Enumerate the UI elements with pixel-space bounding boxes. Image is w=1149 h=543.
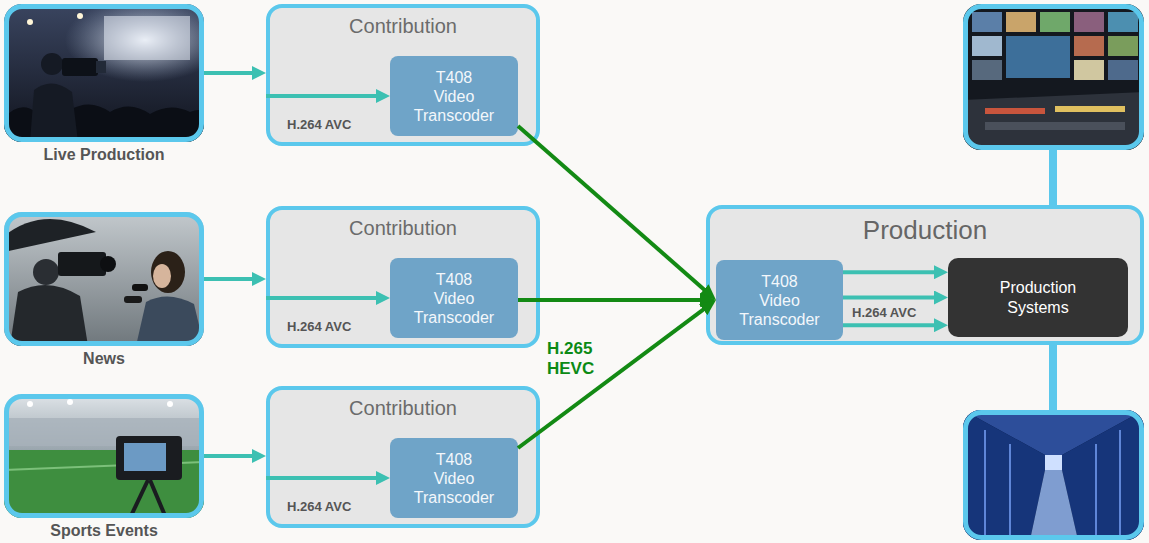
aisle-light <box>1045 455 1062 470</box>
camera-lens <box>100 256 116 272</box>
photo-frame: Live Production <box>4 4 204 142</box>
camera-operator <box>33 259 59 285</box>
systems-box: Production Systems <box>948 258 1128 337</box>
monitor <box>972 60 1002 80</box>
box-label: T408 Video Transcoder <box>739 272 819 329</box>
hevc-link <box>518 126 710 295</box>
news-photo <box>4 212 204 346</box>
flood-light <box>167 401 173 407</box>
flood-light <box>67 399 73 405</box>
monitor <box>1040 12 1070 32</box>
codec-label: H.264 AVC <box>285 319 353 334</box>
box-label: T408 Video Transcoder <box>414 68 494 125</box>
monitor <box>1108 36 1138 56</box>
codec-label: H.264 AVC <box>285 499 353 514</box>
photo-ground <box>963 4 1144 150</box>
codec-label: H.265 HEVC <box>545 338 596 380</box>
spot-light <box>27 19 33 25</box>
box-label: T408 Video Transcoder <box>414 450 494 507</box>
flood-light <box>27 401 33 407</box>
camera <box>58 252 106 276</box>
photo-ground <box>4 394 204 518</box>
tripod-leg <box>150 480 166 518</box>
console-faders <box>985 122 1125 130</box>
transcoder-box: T408 Video Transcoder <box>716 260 843 340</box>
photo-ground <box>4 212 204 346</box>
monitor <box>1074 60 1104 80</box>
monitor <box>1108 12 1138 32</box>
production-box: ProductionT408 Video Transcoder Productio… <box>706 205 1144 345</box>
transcoder-box: T408 Video Transcoder <box>390 258 518 338</box>
microphone <box>132 284 148 291</box>
avc-arrow <box>204 277 258 281</box>
photo-frame: News <box>4 212 204 346</box>
monitor <box>1074 12 1104 32</box>
tripod-leg <box>130 480 148 518</box>
rack-light <box>1119 430 1121 540</box>
camera-operator <box>10 285 88 346</box>
box-label: Production Systems <box>1000 278 1077 318</box>
console <box>963 92 1144 150</box>
reporter-face <box>153 264 171 288</box>
server-room-photo <box>963 410 1144 540</box>
monitor <box>972 12 1002 32</box>
server-rack <box>963 410 1045 540</box>
group-title: Production <box>710 209 1140 245</box>
photo-frame <box>966 7 1142 148</box>
codec-label: H.264 AVC <box>285 117 353 132</box>
monitor <box>972 36 1002 56</box>
aisle-floor <box>1030 470 1078 540</box>
camera <box>116 436 182 480</box>
rack-light <box>1009 444 1011 540</box>
rack-light <box>1095 444 1097 540</box>
umbrella <box>4 219 96 252</box>
monitor <box>1006 12 1036 32</box>
monitor <box>1006 36 1070 78</box>
hevc-link <box>518 298 708 302</box>
hevc-link <box>518 305 710 448</box>
microphone <box>124 296 142 303</box>
sports-photo <box>4 394 204 518</box>
avc-arrow <box>204 454 258 458</box>
camera-operator <box>30 83 78 142</box>
group-title: Contribution <box>270 390 536 420</box>
camera-operator <box>41 53 63 75</box>
camera-lens <box>96 61 106 73</box>
monitor <box>1108 60 1138 80</box>
console-buttons <box>1055 106 1125 112</box>
rack-light <box>984 430 986 540</box>
live-production-photo <box>4 4 204 142</box>
transcoder-box: T408 Video Transcoder <box>390 56 518 136</box>
photo-caption: News <box>0 350 211 368</box>
photo-caption: Live Production <box>0 146 211 164</box>
transcoder-box: T408 Video Transcoder <box>390 438 518 518</box>
spot-light <box>77 13 83 19</box>
group-title: Contribution <box>270 210 536 240</box>
console-buttons <box>985 108 1045 114</box>
avc-arrow <box>204 71 258 75</box>
reporter <box>136 296 204 346</box>
stage-screen <box>104 16 190 60</box>
photo-caption: Sports Events <box>0 522 211 540</box>
photo-frame: Sports Events <box>4 394 204 518</box>
photo-frame <box>966 413 1142 538</box>
group-title: Contribution <box>270 8 536 38</box>
control-room-photo <box>963 4 1144 150</box>
reporter-hair <box>151 251 185 293</box>
box-label: T408 Video Transcoder <box>414 270 494 327</box>
photo-ground <box>963 410 1144 540</box>
monitor <box>1074 36 1104 56</box>
camera-screen <box>124 443 166 471</box>
codec-label: H.264 AVC <box>850 305 918 320</box>
server-rack <box>1062 410 1144 540</box>
camera <box>62 58 98 76</box>
